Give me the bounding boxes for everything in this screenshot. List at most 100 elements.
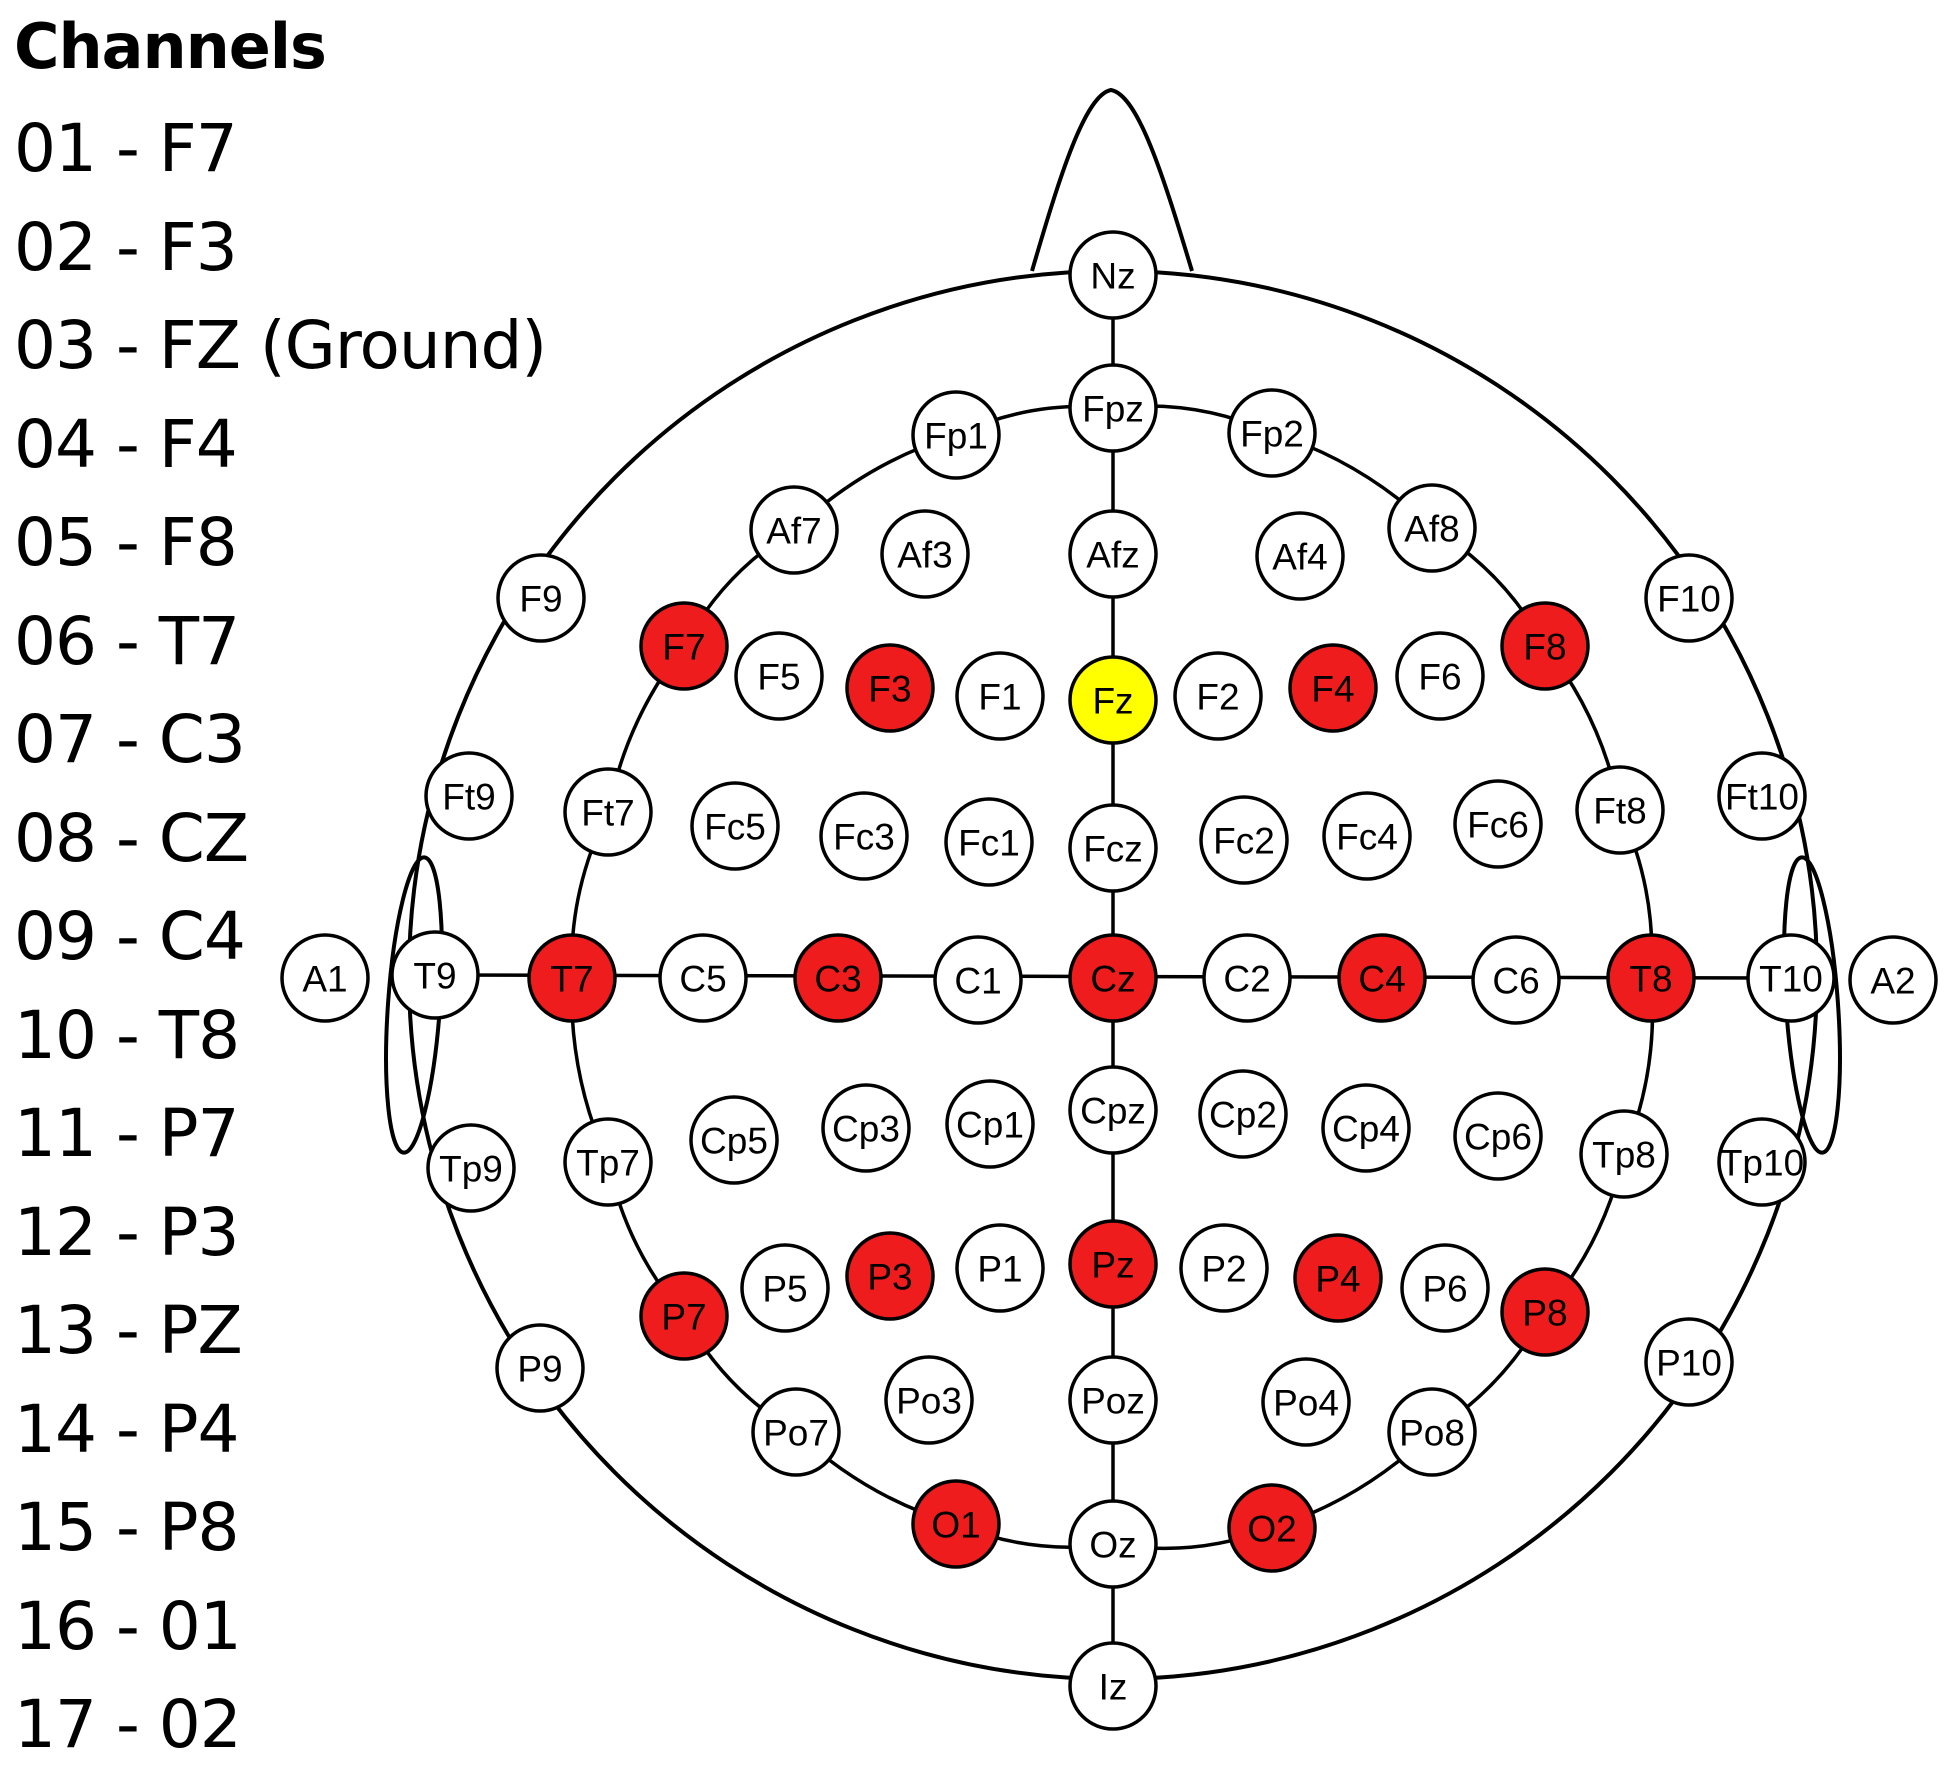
electrode-circle: [639, 1271, 729, 1361]
electrode-p9: P9: [495, 1323, 585, 1413]
electrode-circle: [845, 643, 935, 733]
electrode-label: P8: [1522, 1293, 1567, 1334]
electrode-po4: Po4: [1261, 1357, 1351, 1447]
electrode-label: P7: [661, 1297, 706, 1338]
legend-item: 12 - P3: [14, 1193, 240, 1271]
electrode-cp2: Cp2: [1198, 1069, 1288, 1159]
electrode-circle: [1387, 1387, 1477, 1477]
electrode-circle: [689, 1095, 779, 1185]
electrode-po8: Po8: [1387, 1387, 1477, 1477]
electrode-af3: Af3: [880, 509, 970, 599]
electrode-label: T7: [550, 959, 593, 1000]
electrode-circle: [1227, 1483, 1317, 1573]
legend-item: 04 - F4: [14, 405, 238, 483]
electrode-label: Af3: [897, 535, 953, 576]
electrode-circle: [933, 935, 1023, 1025]
electrode-ft8: Ft8: [1575, 765, 1665, 855]
legend-item: 06 - T7: [14, 602, 240, 680]
electrode-circle: [1068, 1499, 1158, 1589]
electrode-circle: [911, 1479, 1001, 1569]
electrode-cp3: Cp3: [821, 1083, 911, 1173]
electrode-fc4: Fc4: [1322, 791, 1412, 881]
electrode-label: O2: [1247, 1509, 1296, 1550]
electrode-circle: [1500, 1267, 1590, 1357]
electrode-label: O1: [931, 1505, 980, 1546]
electrode-label: A2: [1870, 961, 1915, 1002]
legend-item: 13 - PZ: [14, 1292, 243, 1369]
electrode-label: Fcz: [1083, 829, 1143, 870]
electrode-o1: O1: [911, 1479, 1001, 1569]
electrode-circle: [1717, 1117, 1807, 1207]
electrode-label: F2: [1196, 677, 1239, 718]
electrode-label: Tp7: [576, 1143, 640, 1184]
electrode-f5: F5: [734, 631, 824, 721]
electrode-circle: [1068, 230, 1158, 320]
electrode-af8: Af8: [1387, 483, 1477, 573]
electrode-label: Fp1: [924, 416, 988, 457]
electrode-label: Fc4: [1336, 817, 1398, 858]
electrode-label: Af4: [1272, 537, 1328, 578]
electrode-fc3: Fc3: [819, 791, 909, 881]
electrode-c1: C1: [933, 935, 1023, 1025]
electrode-label: Cp1: [956, 1105, 1024, 1146]
electrode-circle: [563, 767, 653, 857]
electrode-label: P1: [977, 1249, 1022, 1290]
electrode-tp8: Tp8: [1579, 1109, 1669, 1199]
electrode-circle: [944, 797, 1034, 887]
electrode-label: Po4: [1273, 1383, 1339, 1424]
electrode-circle: [1717, 751, 1807, 841]
electrode-t7: T7: [527, 933, 617, 1023]
electrode-p5: P5: [740, 1243, 830, 1333]
electrode-circle: [1068, 1355, 1158, 1445]
electrode-a2: A2: [1848, 935, 1938, 1025]
electrode-circle: [793, 933, 883, 1023]
electrode-circle: [1173, 651, 1263, 741]
electrode-c2: C2: [1202, 933, 1292, 1023]
electrode-circle: [1579, 1109, 1669, 1199]
electrode-p7: P7: [639, 1271, 729, 1361]
electrode-p3: P3: [845, 1231, 935, 1321]
electrode-circle: [1644, 553, 1734, 643]
electrode-fcz: Fcz: [1068, 803, 1158, 893]
channel-legend: Channels 01 - F7 02 - F3 03 - FZ (Ground…: [14, 0, 547, 1775]
electrode-label: P3: [867, 1257, 912, 1298]
electrode-fz: Fz: [1068, 655, 1158, 745]
electrode-f3: F3: [845, 643, 935, 733]
electrode-label: Po3: [896, 1381, 962, 1422]
electrode-circle: [1453, 1091, 1543, 1181]
electrode-circle: [690, 781, 780, 871]
electrode-cp1: Cp1: [945, 1079, 1035, 1169]
electrode-circle: [749, 485, 839, 575]
electrode-circle: [884, 1355, 974, 1445]
electrode-label: Tp10: [1720, 1143, 1804, 1184]
electrode-circle: [819, 791, 909, 881]
electrode-label: Af8: [1404, 509, 1460, 550]
electrode-label: Poz: [1081, 1381, 1145, 1422]
legend-item: 14 - P4: [14, 1390, 240, 1468]
electrode-label: Cpz: [1080, 1091, 1146, 1132]
electrode-label: P6: [1422, 1269, 1467, 1310]
electrode-circle: [1179, 1223, 1269, 1313]
electrode-circle: [1068, 655, 1158, 745]
electrode-cp5: Cp5: [689, 1095, 779, 1185]
electrode-f8: F8: [1500, 601, 1590, 691]
ring-line: [1431, 526, 1654, 979]
legend-item: 08 - CZ: [14, 799, 249, 877]
electrode-label: Iz: [1099, 1667, 1128, 1708]
electrode-circle: [955, 1223, 1045, 1313]
electrode-circle: [1068, 933, 1158, 1023]
electrode-label: Ft10: [1725, 777, 1799, 818]
electrode-label: Afz: [1086, 535, 1139, 576]
electrode-circle: [563, 1117, 653, 1207]
legend-item: 09 - C4: [14, 898, 246, 975]
electrode-cp4: Cp4: [1321, 1083, 1411, 1173]
electrode-circle: [496, 553, 586, 643]
legend-item: 05 - F8: [14, 504, 238, 581]
electrode-label: Fc3: [833, 817, 895, 858]
electrode-circle: [1322, 791, 1412, 881]
electrode-fc5: Fc5: [690, 781, 780, 871]
legend-item: 15 - P8: [14, 1489, 240, 1566]
electrode-label: Cp6: [1464, 1117, 1532, 1158]
electrode-circle: [639, 601, 729, 691]
electrode-p8: P8: [1500, 1267, 1590, 1357]
